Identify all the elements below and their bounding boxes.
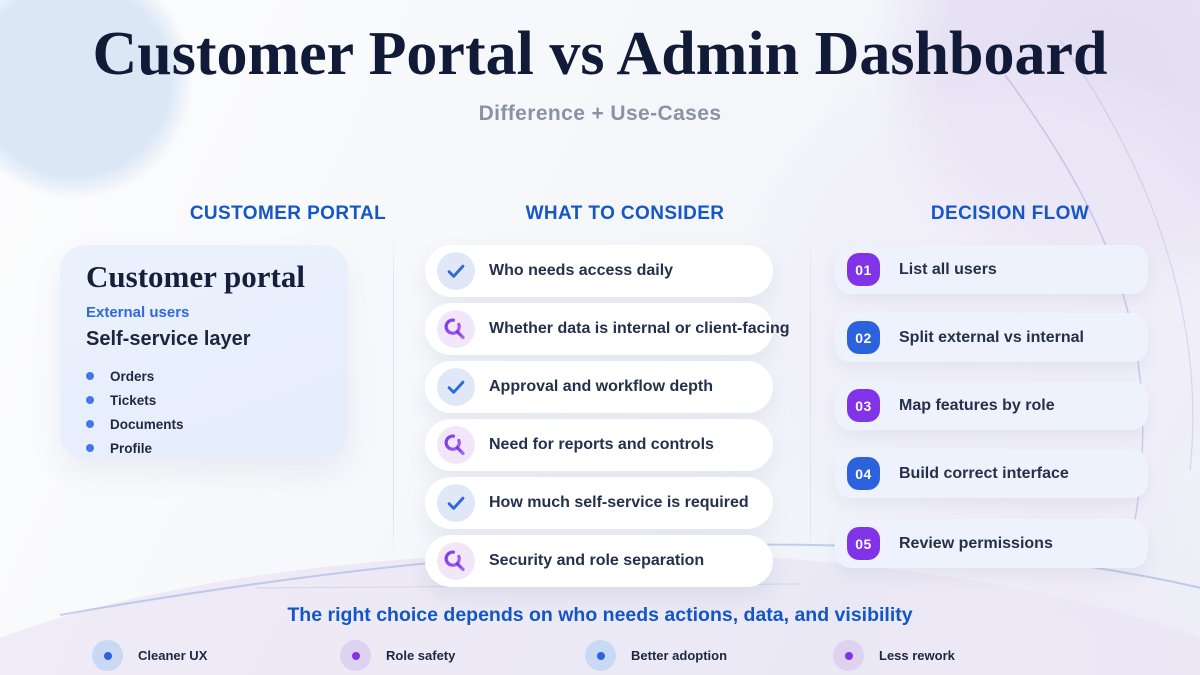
customer-portal-card: Customer portal External users Self-serv… (60, 245, 348, 459)
list-item: Orders (86, 364, 322, 388)
flow-column-heading: DECISION FLOW (930, 203, 1090, 224)
benefit-dot-icon (340, 640, 371, 671)
flow-step-label: List all users (899, 261, 997, 278)
page-subtitle: Difference + Use-Cases (478, 102, 722, 125)
footer-headline: The right choice depends on who needs ac… (287, 604, 913, 626)
list-item: Profile (86, 436, 322, 460)
step-number-badge: 02 (847, 321, 880, 354)
page-title: Customer Portal vs Admin Dashboard (92, 20, 1108, 88)
step-number-badge: 05 (847, 527, 880, 560)
flow-step-label: Build correct interface (899, 465, 1069, 482)
flow-step-card: 05 Review permissions (835, 519, 1148, 568)
step-number-badge: 01 (847, 253, 880, 286)
portal-column-heading: CUSTOMER PORTAL (189, 203, 387, 224)
search-icon (437, 542, 475, 580)
flow-step-label: Map features by role (899, 397, 1055, 414)
bullet-dot-icon (86, 444, 94, 452)
feature-label: Tickets (110, 392, 157, 408)
list-item: Documents (86, 412, 322, 436)
consider-label: Approval and workflow depth (489, 378, 714, 395)
feature-label: Documents (110, 416, 184, 432)
benefit-tag: Cleaner UX (92, 640, 207, 671)
flow-step-card: 03 Map features by role (835, 381, 1148, 430)
step-number-badge: 03 (847, 389, 880, 422)
benefit-dot-icon (833, 640, 864, 671)
consider-card: Security and role separation (425, 535, 773, 587)
search-icon (437, 310, 475, 348)
check-icon (437, 252, 475, 290)
consider-card: Who needs access daily (425, 245, 773, 297)
consider-label: Whether data is internal or client-facin… (489, 320, 790, 337)
benefit-tag: Less rework (833, 640, 955, 671)
consider-label: How much self-service is required (489, 494, 749, 511)
flow-step-label: Review permissions (899, 535, 1053, 552)
portal-layer-label: Self-service layer (86, 328, 251, 350)
benefit-tag: Better adoption (585, 640, 727, 671)
column-divider-left (393, 232, 394, 564)
bullet-dot-icon (86, 372, 94, 380)
flow-step-card: 01 List all users (835, 245, 1148, 294)
benefit-label: Less rework (879, 648, 955, 663)
consider-label: Who needs access daily (489, 262, 674, 279)
consider-label: Need for reports and controls (489, 436, 714, 453)
check-icon (437, 368, 475, 406)
benefit-label: Better adoption (631, 648, 728, 663)
list-item: Tickets (86, 388, 322, 412)
check-icon (437, 484, 475, 522)
portal-audience-label: External users (86, 304, 190, 321)
benefit-label: Cleaner UX (138, 648, 208, 663)
consider-label: Security and role separation (489, 552, 705, 569)
benefit-tag: Role safety (340, 640, 455, 671)
flow-step-label: Split external vs internal (899, 329, 1084, 346)
flow-step-card: 02 Split external vs internal (835, 313, 1148, 362)
step-number-badge: 04 (847, 457, 880, 490)
consider-column-heading: WHAT TO CONSIDER (525, 203, 725, 224)
benefit-label: Role safety (386, 648, 456, 663)
bullet-dot-icon (86, 420, 94, 428)
benefit-dot-icon (92, 640, 123, 671)
consider-card: Approval and workflow depth (425, 361, 773, 413)
consider-card: Whether data is internal or client-facin… (425, 303, 790, 355)
column-divider-right (810, 232, 811, 564)
benefit-dot-icon (585, 640, 616, 671)
bullet-dot-icon (86, 396, 94, 404)
feature-label: Profile (110, 440, 153, 456)
portal-card-title: Customer portal (86, 259, 305, 294)
feature-label: Orders (110, 368, 155, 384)
search-icon (437, 426, 475, 464)
consider-card: How much self-service is required (425, 477, 773, 529)
flow-step-card: 04 Build correct interface (835, 449, 1148, 498)
consider-card: Need for reports and controls (425, 419, 773, 471)
